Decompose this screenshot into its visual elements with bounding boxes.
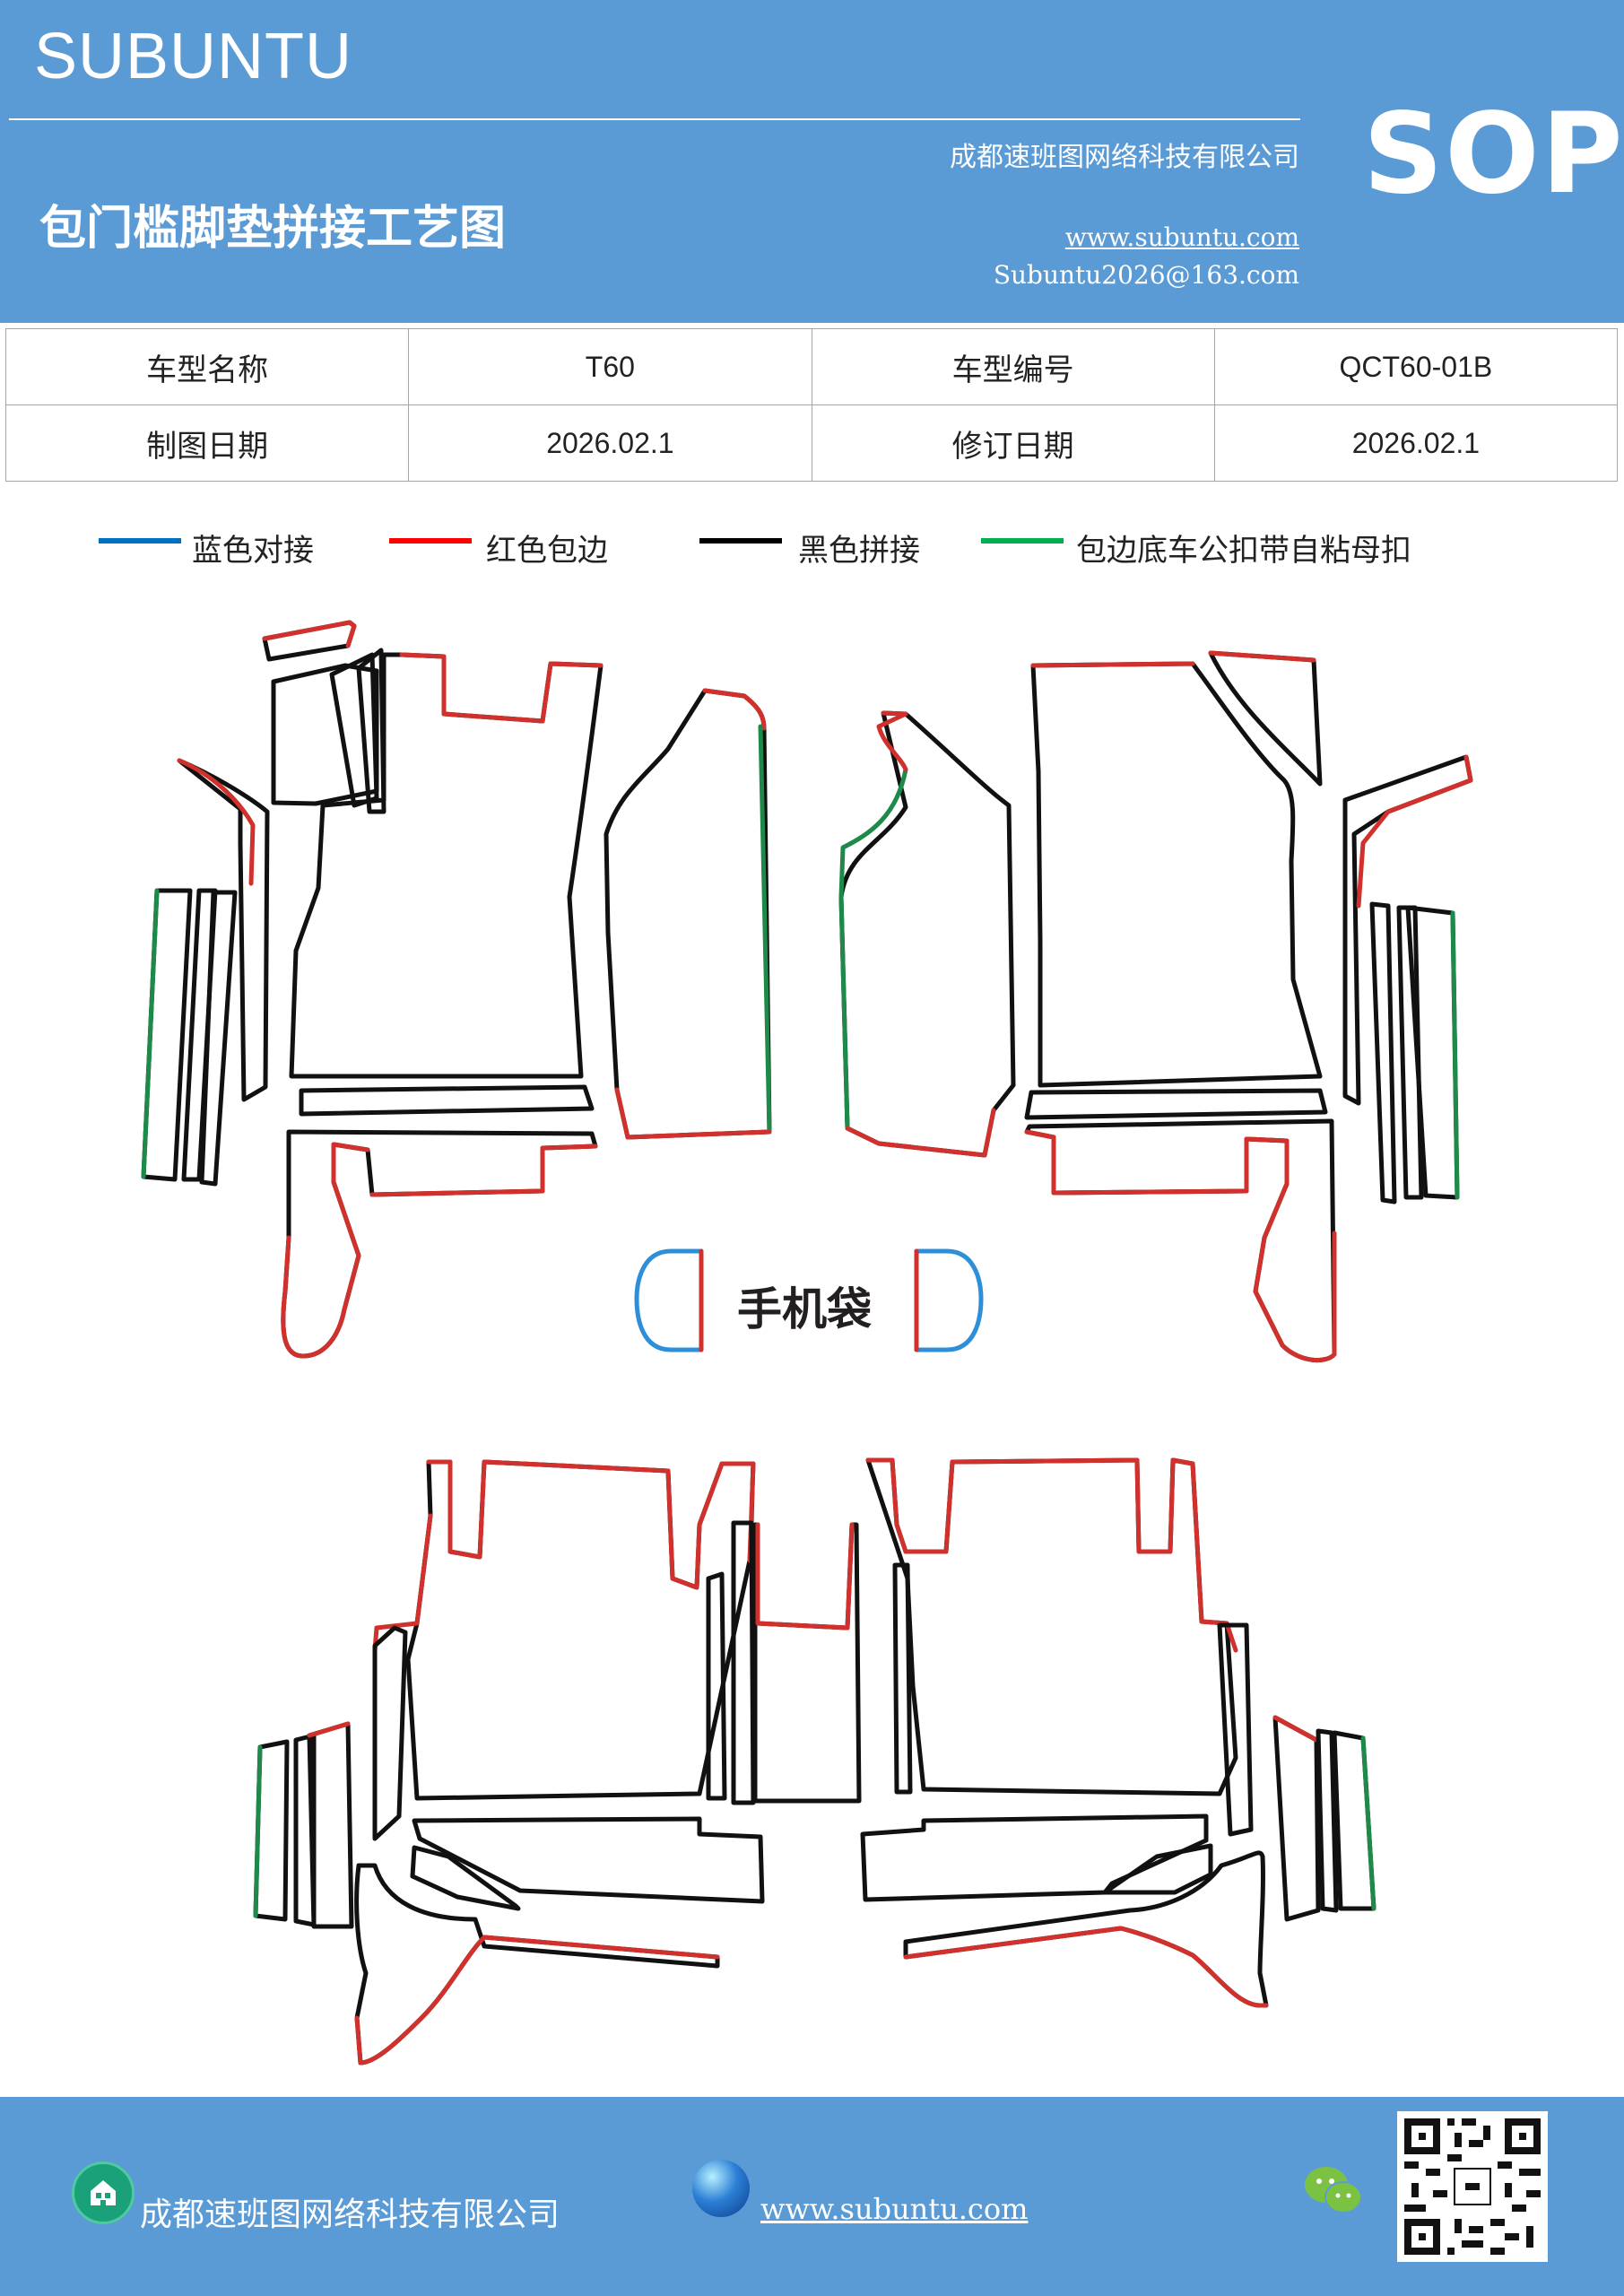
mat-piece [181, 888, 218, 1182]
mat-piece [860, 1813, 1209, 1902]
mat-piece [262, 620, 357, 648]
qr-code-pattern [1404, 2118, 1541, 2255]
mat-piece [614, 1087, 772, 1140]
sop-badge: SOP [1363, 90, 1624, 219]
mat-piece [1030, 661, 1195, 668]
mat-piece [892, 1562, 913, 1795]
footer-company-name: 成都速班图网络科技有限公司 [140, 2196, 560, 2233]
mat-piece [426, 1459, 756, 1590]
brand-name: SUBUNTU [34, 21, 353, 92]
table-cell-label: 修订日期 [811, 404, 1215, 482]
mat-piece [354, 1935, 720, 2066]
header-banner: SUBUNTU 成都速班图网络科技有限公司 包门槛脚垫拼接工艺图 www.sub… [0, 0, 1624, 323]
globe-icon [692, 2160, 750, 2217]
mat-piece [706, 1571, 727, 1801]
mat-piece [1272, 1715, 1319, 1743]
mat-piece [838, 710, 1016, 1158]
website-link[interactable]: www.subuntu.com [1064, 222, 1299, 252]
rear-left-mat-group [253, 1459, 862, 2066]
mat-piece [281, 1142, 370, 1359]
mat-piece [369, 1144, 598, 1197]
mat-piece [356, 648, 386, 814]
wechat-icon[interactable] [1302, 2163, 1365, 2217]
mat-piece [702, 688, 767, 731]
mat-piece [405, 1459, 756, 1801]
mat-piece [755, 1522, 855, 1631]
mat-piece [1360, 1735, 1376, 1911]
legend-swatch [981, 538, 1064, 544]
mat-piece [1316, 1728, 1339, 1913]
mat-piece [399, 652, 604, 724]
mat-piece [752, 1522, 862, 1804]
mat-piece [758, 724, 772, 1135]
mat-piece [865, 1457, 1238, 1796]
mat-piece [329, 652, 379, 808]
mat-piece [731, 1520, 756, 1805]
mat-piece [1030, 661, 1323, 1088]
mat-piece [410, 1845, 521, 1911]
mat-piece [1208, 650, 1323, 787]
mat-piece [903, 1850, 1269, 2008]
legend-label: 红色包边 [486, 533, 608, 569]
mat-piece [372, 1625, 408, 1841]
mat-piece [1024, 1088, 1328, 1120]
building-icon [72, 2161, 135, 2224]
table-row: 制图日期 2026.02.1 修订日期 2026.02.1 [4, 404, 1619, 482]
table-cell-label: 制图日期 [4, 404, 410, 482]
mat-piece [1208, 650, 1316, 663]
mat-piece [1369, 901, 1397, 1205]
table-cell-value: 2026.02.1 [1213, 404, 1619, 482]
qr-code-icon [1397, 2111, 1548, 2262]
table-cell-label: 车型编号 [811, 328, 1215, 405]
table-cell-label: 车型名称 [4, 328, 410, 405]
mat-piece [1450, 910, 1460, 1200]
mat-piece [199, 890, 238, 1187]
mat-piece [253, 1744, 263, 1918]
front-left-mat-group [141, 620, 772, 1359]
legend-swatch [699, 538, 782, 544]
legend-swatch [389, 538, 472, 544]
document-title: 包门槛脚垫拼接工艺图 [39, 202, 507, 256]
email-address: Subuntu2026@163.com [993, 260, 1299, 290]
table-cell-value: T60 [408, 328, 812, 405]
mat-piece [1272, 1715, 1321, 1922]
mat-piece [876, 710, 908, 772]
mat-piece [604, 688, 772, 1140]
footer-website-link[interactable]: www.subuntu.com [760, 2192, 1029, 2226]
phone-bag-right-icon [914, 1248, 984, 1352]
mat-piece [838, 767, 908, 1131]
legend-label: 蓝色对接 [192, 533, 314, 569]
mat-piece [865, 1457, 1238, 1653]
phone-bag-left-icon [634, 1248, 704, 1352]
mat-piece [299, 1084, 595, 1117]
table-row: 车型名称 T60 车型编号 QCT60-01B [4, 328, 1619, 405]
mat-piece [177, 758, 256, 886]
legend-swatch [99, 538, 181, 544]
mat-piece [1102, 1843, 1213, 1895]
mat-piece [903, 1926, 1269, 2008]
table-cell-value: 2026.02.1 [408, 404, 812, 482]
mat-piece [845, 1108, 996, 1158]
mat-piece [1024, 1129, 1337, 1363]
mat-piece [412, 1816, 765, 1904]
building-icon-glyph [91, 2180, 116, 2205]
mat-piece [372, 1513, 433, 1653]
mat-piece [1217, 1622, 1254, 1837]
rear-right-mat-group [860, 1457, 1376, 2008]
mat-piece [307, 1721, 351, 1738]
phone-bag-label: 手机袋 [737, 1283, 872, 1335]
vehicle-info-table: 车型名称 T60 车型编号 QCT60-01B 制图日期 2026.02.1 修… [4, 328, 1619, 482]
mat-piece [141, 888, 160, 1179]
mat-piece [1356, 754, 1473, 909]
front-right-mat-group [838, 650, 1473, 1363]
header-divider [9, 118, 1300, 120]
mat-piece [281, 1129, 598, 1359]
legend-label: 包边底车公扣带自粘母扣 [1076, 533, 1411, 569]
company-name: 成都速班图网络科技有限公司 [950, 142, 1299, 173]
table-cell-value: QCT60-01B [1213, 328, 1619, 405]
phone-bag-group [634, 1248, 984, 1352]
legend-label: 黑色拼接 [798, 533, 920, 569]
